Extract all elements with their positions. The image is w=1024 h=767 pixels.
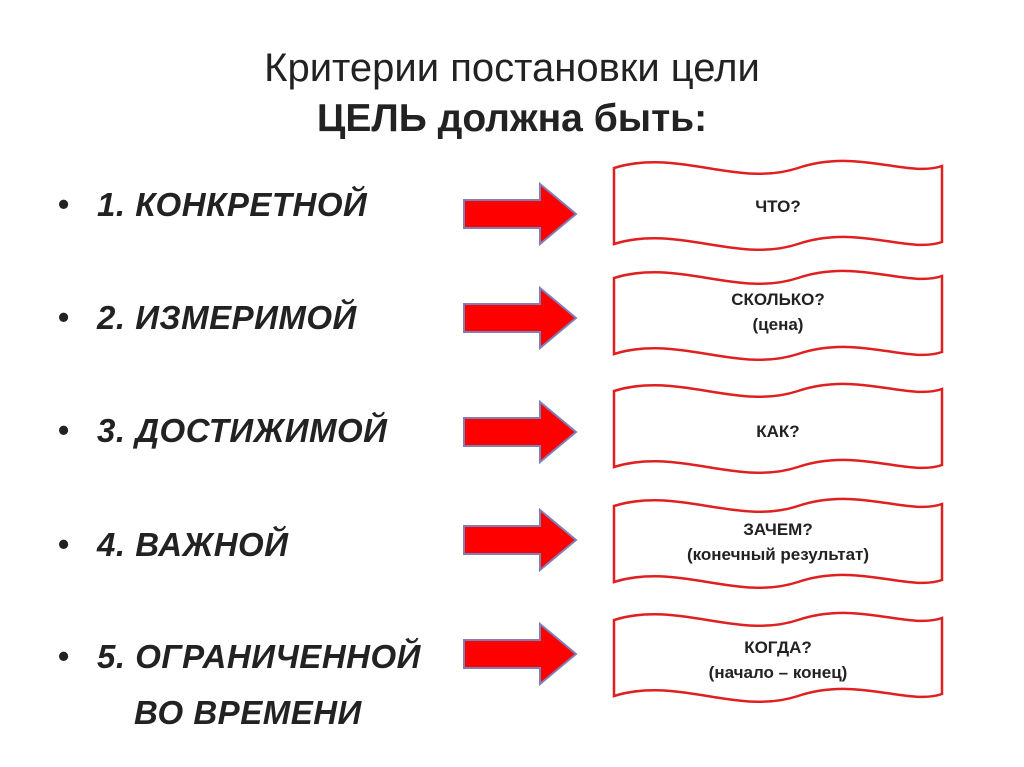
criterion-label: 3. ДОСТИЖИМОЙ bbox=[97, 412, 388, 449]
question-banner bbox=[612, 611, 944, 704]
question-text: КАК? bbox=[756, 422, 800, 441]
question-note: (начало – конец) bbox=[708, 662, 848, 682]
right-arrow-icon bbox=[463, 622, 578, 686]
question-banner bbox=[612, 269, 944, 362]
question-banner bbox=[612, 382, 944, 475]
bullet-icon: • bbox=[58, 412, 70, 448]
bullet-icon: • bbox=[58, 299, 70, 335]
banner-question: СКОЛЬКО? (цена) bbox=[618, 288, 938, 337]
question-text: СКОЛЬКО? bbox=[731, 290, 825, 309]
bullet-icon: • bbox=[58, 186, 70, 222]
question-text: КОГДА? bbox=[744, 638, 812, 657]
banner-question: КОГДА? (начало – конец) bbox=[618, 636, 938, 685]
right-arrow-icon bbox=[463, 400, 578, 464]
question-text: ЗАЧЕМ? bbox=[743, 520, 813, 539]
slide-subtitle: ЦЕЛЬ должна быть: bbox=[316, 97, 708, 140]
right-arrow-icon bbox=[463, 508, 578, 572]
criterion-label: 1. КОНКРЕТНОЙ bbox=[97, 186, 368, 223]
banner-question: КАК? bbox=[618, 420, 938, 445]
question-banner bbox=[612, 497, 944, 590]
question-note: (конечный результат) bbox=[686, 544, 870, 564]
bullet-icon: • bbox=[58, 638, 70, 674]
slide-title-block: Критерии постановки цели ЦЕЛЬ должна быт… bbox=[0, 42, 1024, 145]
banner-question: ЧТО? bbox=[618, 195, 938, 220]
question-note: (цена) bbox=[752, 314, 804, 334]
question-banner bbox=[612, 159, 944, 252]
criterion-label: 2. ИЗМЕРИМОЙ bbox=[97, 299, 357, 336]
banner-question: ЗАЧЕМ? (конечный результат) bbox=[618, 518, 938, 567]
bullet-icon: • bbox=[58, 526, 70, 562]
criterion-label: 5. ОГРАНИЧЕННОЙ bbox=[97, 638, 421, 675]
right-arrow-icon bbox=[463, 182, 578, 246]
criterion-label-line2: ВО ВРЕМЕНИ bbox=[134, 694, 362, 731]
slide-title: Критерии постановки цели bbox=[264, 46, 760, 90]
criterion-label: 4. ВАЖНОЙ bbox=[97, 526, 289, 563]
right-arrow-icon bbox=[463, 286, 578, 350]
question-text: ЧТО? bbox=[755, 197, 801, 216]
